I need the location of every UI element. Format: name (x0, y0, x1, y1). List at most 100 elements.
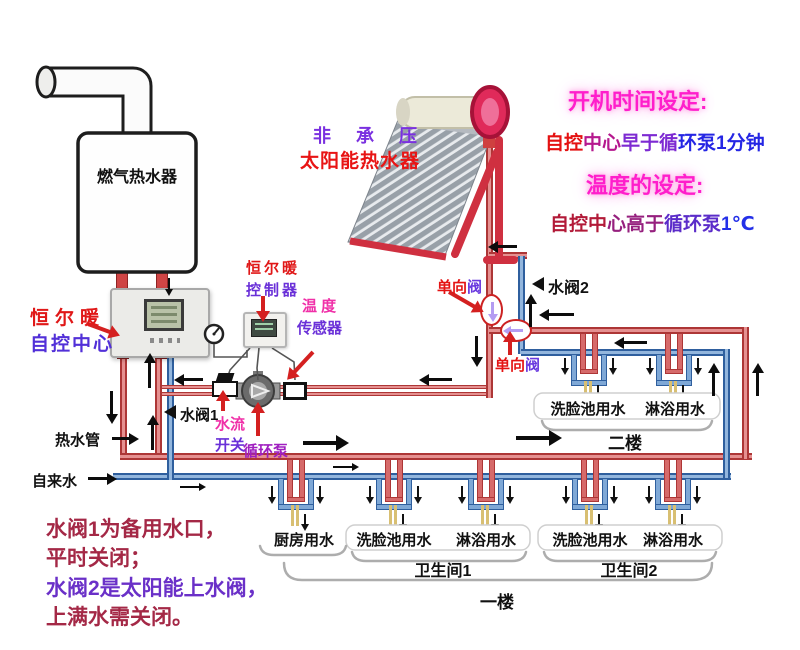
flow-arrow (88, 477, 108, 480)
pipe-segment (676, 459, 682, 501)
flow-arrow (333, 466, 353, 468)
fixture-loop (369, 459, 419, 531)
pipe-segment (468, 478, 474, 506)
flow-arrow (180, 486, 200, 488)
pipe-segment (593, 459, 599, 501)
fixture-label: 厨房用水 (273, 532, 334, 549)
pipe-segment (580, 333, 586, 373)
pipe-segment (581, 497, 599, 502)
pointer-arrow-controller (261, 296, 265, 312)
faucet-drop (291, 505, 294, 526)
pipe-hot-main-floor2 (489, 327, 749, 334)
valve2-label: 水阀2 (548, 280, 589, 297)
pipe-segment (664, 459, 670, 501)
flow-arrow (648, 486, 650, 498)
pipe-circulation-lower (162, 392, 492, 396)
flow-arrow (681, 514, 683, 525)
note-part: 循环泵 (664, 214, 722, 235)
valve1-marker-icon (164, 405, 176, 419)
flow-arrow (612, 358, 614, 369)
pipe-segment (308, 478, 314, 506)
pump-label: 循环泵 (243, 443, 289, 460)
pipe-segment (498, 478, 504, 506)
pipe-segment (665, 333, 671, 373)
flow-arrow (112, 437, 130, 440)
fixture-loop (564, 333, 614, 405)
temp-sensor-label-1: 温 度 (302, 298, 337, 315)
flow-arrow (417, 486, 419, 498)
faucet-drop (486, 505, 489, 526)
pipe-cold-main-floor1 (113, 473, 731, 480)
flow-switch-label-2: 开关 (215, 437, 246, 454)
pipe-fitting (114, 268, 130, 273)
footnote-line: 水阀1为备用水口， (46, 518, 226, 541)
pipe-segment (602, 478, 608, 506)
check-valve-upper-label: 单向阀 (437, 276, 482, 297)
faucet-drop (669, 381, 672, 400)
control-center-unit (110, 288, 210, 358)
control-center-buttons (150, 338, 180, 343)
pipe-segment (385, 459, 391, 501)
fixture-label: 淋浴用水 (642, 532, 703, 549)
note-power-timing-detail: 自控中心早于循环泵1分钟 (545, 128, 765, 155)
pipe-segment (397, 459, 403, 501)
pipe-hot-main-floor1 (120, 453, 752, 460)
fixture-label: 洗脸池用水 (356, 532, 432, 549)
faucet-drop (585, 505, 588, 526)
pipe-hot-stub-riser (155, 356, 162, 460)
pipe-segment (601, 354, 607, 382)
faucet-drop (481, 505, 484, 526)
flow-arrow (613, 486, 615, 498)
pipe-segment (287, 497, 305, 502)
floor2-label: 二楼 (608, 434, 642, 453)
label-part: 单向 (495, 357, 526, 374)
pipe-segment (376, 478, 382, 506)
fixture-label: 洗脸池用水 (550, 401, 626, 418)
pipe-segment (572, 478, 578, 506)
temp-sensor-label-2: 传感器 (297, 320, 343, 337)
flow-arrow (548, 313, 574, 316)
flow-arrow (183, 378, 203, 381)
bath1-label: 卫生间1 (414, 563, 472, 580)
solar-heater-label-bottom: 太阳能热水器 (300, 151, 421, 172)
chimney (35, 65, 153, 142)
flow-arrow (494, 514, 496, 525)
faucet-drop (673, 505, 676, 526)
flow-arrow (428, 378, 452, 381)
pipe-segment (278, 478, 284, 506)
flow-arrow (151, 424, 154, 450)
valve1-label: 水阀1 (180, 407, 219, 424)
flow-arrow (682, 385, 684, 395)
pointer-arrow-temp-sensor (292, 350, 315, 374)
pipe-gas-stub (156, 270, 168, 290)
solar-frame (451, 136, 518, 264)
hot-pipe-label: 热水管 (55, 432, 101, 449)
pipe-segment (571, 354, 577, 382)
pipe-segment (287, 459, 293, 501)
note-part: 自控 (545, 133, 584, 154)
flow-arrow (712, 372, 715, 396)
flow-arrow (319, 486, 321, 498)
flow-arrow (649, 358, 651, 369)
temp-sensor-device (283, 382, 307, 400)
pipe-hot-left-riser (120, 356, 127, 460)
pipe-circulation-upper (162, 385, 492, 389)
pointer-arrow-pump (256, 412, 260, 436)
cold-pipe-label: 自来水 (32, 473, 78, 490)
control-center-name: 自控中心 (30, 334, 115, 355)
floor1-label: 一楼 (480, 593, 514, 612)
pipe-segment (664, 497, 682, 502)
flow-arrow (148, 362, 151, 388)
pipe-valve2-riser (518, 256, 525, 354)
flow-arrow (597, 385, 599, 395)
pipe-segment (477, 459, 483, 501)
flow-arrow (697, 358, 699, 369)
note-part: 环泵1分钟 (678, 133, 765, 154)
fixture-loop (271, 459, 321, 531)
note-part: 中心 (583, 133, 622, 154)
pipe-segment (665, 369, 683, 374)
pipe-segment (592, 333, 598, 373)
flow-switch-label-1: 水流 (215, 416, 246, 433)
gas-heater-label: 燃气热水器 (96, 169, 177, 186)
